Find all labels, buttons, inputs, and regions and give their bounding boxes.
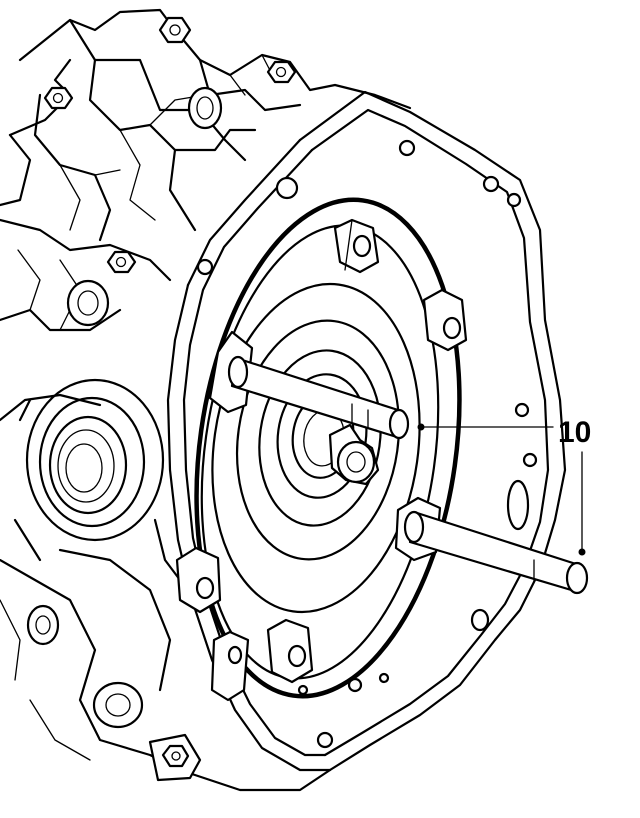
crankshaft-seal — [13, 378, 165, 562]
lug-icon — [175, 546, 222, 614]
lower-housing — [0, 518, 332, 792]
lug-icon — [333, 218, 380, 274]
guide-pin-upper — [208, 330, 410, 440]
engine-block — [0, 8, 412, 422]
torque-converter — [194, 197, 462, 699]
leader-dot-lower — [578, 548, 586, 556]
bolt-icon — [158, 16, 192, 44]
callout-10: 10 — [417, 416, 591, 556]
leader-dot-upper — [417, 423, 425, 431]
lug-icon — [266, 618, 314, 684]
lug-icon — [210, 630, 250, 702]
bracket-bolt — [148, 733, 202, 782]
block-bolts — [43, 16, 297, 274]
callout-label-10: 10 — [558, 416, 591, 449]
bolt-icon — [106, 250, 137, 274]
housing-bolt-holes — [196, 139, 538, 749]
bolt-icon — [43, 86, 74, 110]
bolt-icon — [266, 60, 297, 84]
converter-hub — [328, 423, 380, 486]
lug-icon — [422, 288, 468, 352]
converter-lugs — [175, 218, 468, 702]
mounting-bosses — [26, 86, 223, 729]
guide-pin-lower — [394, 496, 589, 595]
